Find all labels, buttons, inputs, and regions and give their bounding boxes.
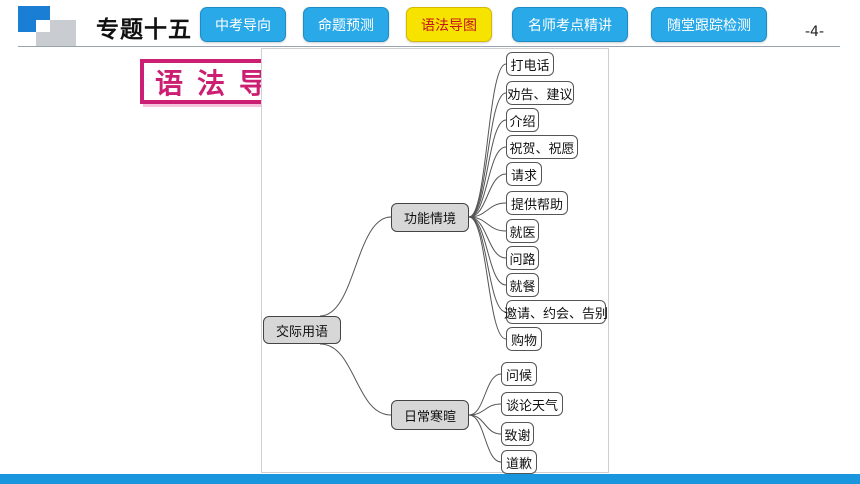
leaf-node: 劝告、建议: [506, 81, 574, 105]
connector-line: [468, 173, 507, 218]
leaf-node: 问候: [501, 362, 537, 386]
connector-line: [468, 216, 507, 313]
connector-line: [468, 202, 507, 218]
branch-functional-situations: 功能情境: [391, 203, 469, 232]
connector-line: [468, 414, 502, 435]
branch-daily-greetings: 日常寒暄: [391, 400, 469, 430]
leaf-node: 问路: [506, 246, 539, 270]
tab-grammar-map[interactable]: 语法导图: [406, 7, 492, 42]
connector-line: [468, 63, 507, 218]
connector-line: [468, 373, 502, 416]
tab-exam-guide[interactable]: 中考导向: [200, 7, 286, 42]
tab-key-points[interactable]: 名师考点精讲: [512, 7, 628, 42]
leaf-node: 就医: [506, 219, 539, 243]
leaf-node: 就餐: [506, 273, 539, 297]
header-divider: [18, 46, 840, 47]
logo-overlap: [36, 20, 50, 32]
leaf-node: 打电话: [506, 52, 554, 76]
tab-follow-up-test[interactable]: 随堂跟踪检测: [651, 7, 767, 42]
connector-line: [468, 216, 507, 340]
tab-prediction[interactable]: 命题预测: [303, 7, 389, 42]
leaf-node: 邀请、约会、告别: [504, 300, 608, 324]
connector-line: [468, 146, 507, 218]
page-number: -4-: [804, 24, 824, 40]
stamp-char: 法: [196, 66, 225, 100]
connector-line: [468, 403, 502, 416]
leaf-node: 提供帮助: [506, 191, 568, 215]
mind-map-root: 交际用语: [263, 316, 341, 344]
leaf-node: 请求: [506, 162, 542, 186]
footer-bar: [0, 474, 860, 484]
stamp-char: 语: [154, 66, 183, 100]
connector-line: [468, 119, 507, 218]
page-title: 专题十五: [96, 17, 192, 43]
leaf-node: 祝贺、祝愿: [506, 135, 578, 159]
connector-line: [468, 414, 502, 463]
mind-map-connectors: [319, 63, 507, 463]
connector-line: [319, 343, 392, 416]
leaf-node: 谈论天气: [501, 392, 563, 416]
mind-map: 交际用语 功能情境 日常寒暄 打电话 劝告、建议 介绍 祝贺、祝愿 请求 提供帮…: [261, 48, 609, 474]
leaf-node: 道歉: [501, 450, 537, 474]
connector-line: [468, 92, 507, 218]
leaf-node: 介绍: [506, 108, 539, 132]
connector-line: [319, 216, 392, 317]
leaf-node: 致谢: [501, 422, 534, 446]
leaf-node: 购物: [506, 327, 542, 351]
